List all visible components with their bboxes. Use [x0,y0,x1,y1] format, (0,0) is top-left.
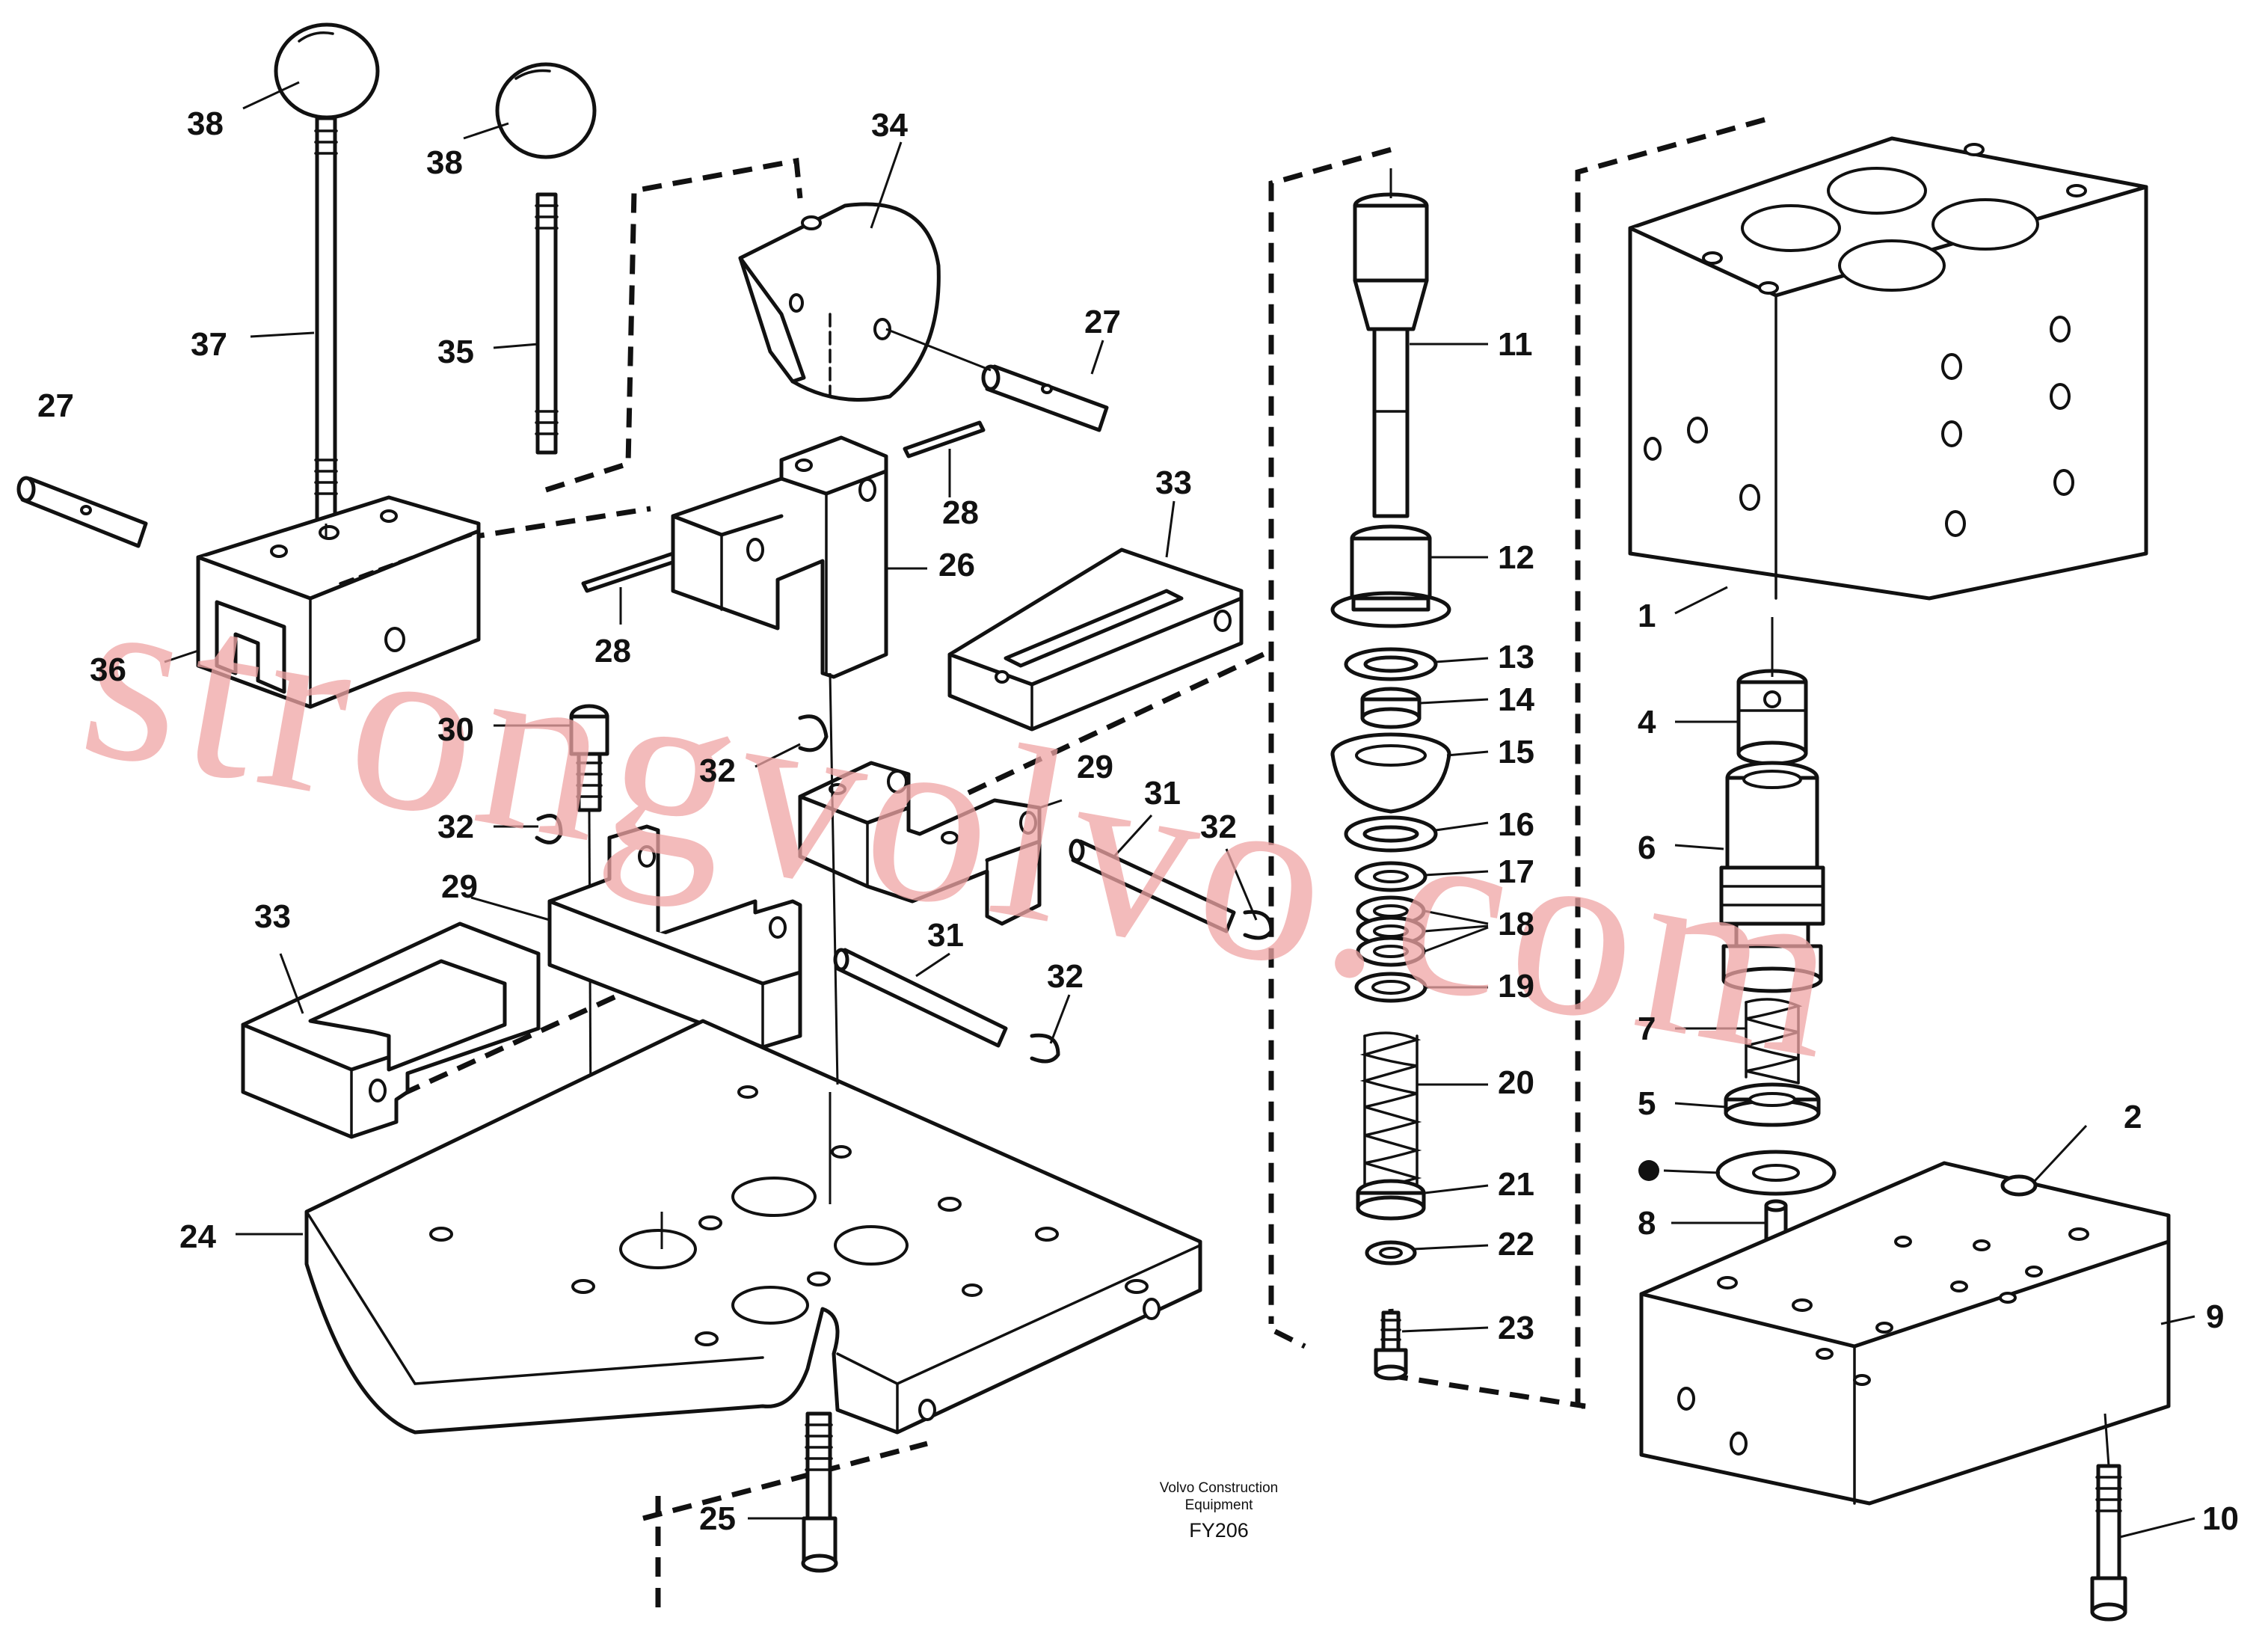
label-23: 23 [1498,1310,1534,1346]
clip-32-top [798,714,829,752]
label-13: 13 [1498,639,1534,675]
housing-9 [1639,1161,2171,1506]
label-38-left: 38 [187,105,224,142]
label-37: 37 [191,326,227,363]
label-32-top: 32 [699,752,736,789]
label-33-bottom: 33 [254,898,291,935]
sleeve-12 [1330,524,1451,628]
axis-lines [1389,168,1774,677]
clip-32-bottom [1030,1033,1060,1064]
label-7: 7 [1638,1010,1656,1047]
label-19: 19 [1498,968,1534,1005]
pin-27-left [16,476,148,548]
fork-29-left [547,824,802,1049]
label-15: 15 [1498,734,1534,770]
label-10: 10 [2202,1500,2239,1537]
label-9: 9 [2206,1298,2224,1335]
label-16: 16 [1498,806,1534,843]
housing-1 [1628,136,2148,601]
fork-29-right [798,761,1042,926]
label-26: 26 [938,547,975,583]
label-4: 4 [1638,704,1656,740]
label-22: 22 [1498,1226,1534,1263]
label-6: 6 [1638,829,1656,866]
label-14: 14 [1498,681,1534,718]
label-36: 36 [90,651,126,688]
screw-10 [2090,1413,2127,1622]
label-31-right: 31 [1144,775,1181,812]
ring-14 [1360,687,1422,729]
clip-32-left [535,814,563,844]
washers-18 [1356,895,1426,967]
screw-25 [801,1411,838,1573]
figure-caption: Volvo Construction Equipment FY206 [1160,1480,1278,1542]
label-17: 17 [1498,853,1534,890]
frame-33-top [947,548,1244,732]
label-32-right: 32 [1200,809,1237,845]
label-35: 35 [437,334,474,370]
label-32-bottom: 32 [1047,958,1084,995]
label-1: 1 [1638,598,1656,634]
pin-28-top [903,420,986,458]
label-27-right: 27 [1084,304,1121,340]
label-28-bottom: 28 [594,633,631,669]
spring-7 [1745,998,1803,1085]
label-18: 18 [1498,906,1534,942]
seat-5 [1724,1082,1821,1127]
washer-13 [1344,647,1438,681]
label-38-right: 38 [426,144,463,181]
label-21: 21 [1498,1166,1534,1203]
pin-28-bottom [581,551,679,593]
label-32-left: 32 [437,809,474,845]
spool-11 [1353,192,1429,518]
seat-21 [1356,1179,1426,1221]
block-36 [196,495,481,709]
label-28-top: 28 [942,494,979,531]
label-11: 11 [1498,326,1533,363]
bracket-26 [671,435,888,679]
cup-15 [1330,732,1451,814]
knob-38-right [495,62,597,159]
pin-31-left [833,948,1008,1048]
label-5: 5 [1638,1085,1656,1122]
knob-38-left [274,22,380,120]
caption-line-1: Volvo Construction [1160,1480,1278,1496]
ring-2 [2000,1174,2038,1197]
label-25: 25 [699,1500,736,1537]
clip-32-right [1243,910,1273,940]
washer-22 [1365,1240,1417,1266]
label-31-left: 31 [927,917,964,954]
label-20: 20 [1498,1064,1534,1101]
frame-33-bottom [241,921,541,1139]
washer-16 [1344,815,1438,853]
label-29-left: 29 [441,868,478,905]
label-leaders [164,81,2195,1539]
caption-line-2: Equipment [1185,1497,1254,1513]
caption-code: FY206 [1189,1519,1249,1542]
center-lines [325,524,839,1204]
label-33-top: 33 [1155,464,1192,501]
label-2: 2 [2124,1099,2142,1135]
cam-34 [738,202,941,402]
spool-6 [1719,761,1825,993]
pin-31-right [1069,838,1236,933]
label-34: 34 [871,107,908,144]
spring-20 [1359,1031,1422,1202]
label-27-left: 27 [37,387,74,424]
sleeve-4 [1736,669,1808,766]
pin-27-right [885,328,1109,432]
label-12: 12 [1498,539,1534,576]
rod-37 [314,116,338,524]
label-8: 8 [1638,1205,1656,1242]
label-30: 30 [437,711,474,748]
label-24: 24 [179,1218,216,1255]
plate-24 [304,1019,1202,1435]
label-29-right: 29 [1077,749,1113,785]
washer-unlabeled [1638,1150,1837,1196]
screw-23 [1374,1310,1408,1381]
part-number-labels: 38 38 34 37 35 27 27 28 26 33 28 36 30 3… [37,105,2239,1537]
rod-35 [535,192,559,455]
washer-17 [1354,861,1428,892]
